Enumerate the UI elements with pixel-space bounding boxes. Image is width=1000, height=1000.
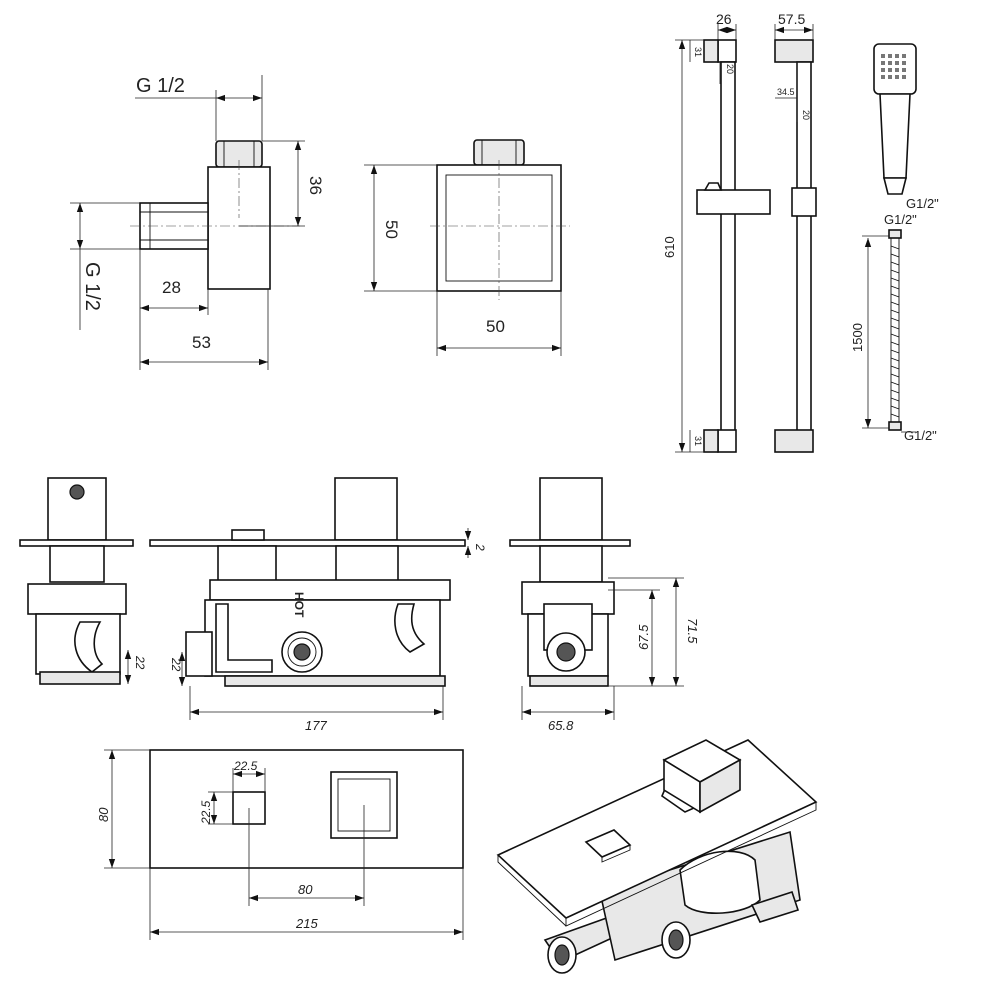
riser-rail-side-view: [774, 24, 817, 453]
valve-front-inlet-dim: 22: [169, 657, 183, 672]
hose-thread-top-label: G1/2": [884, 212, 917, 227]
plate-height-dim: 80: [96, 807, 111, 822]
riser-gap-a-dim: 20: [725, 64, 735, 74]
valve-hot-label: HOT: [292, 592, 306, 618]
elbow-thread-top-label: G 1/2: [136, 75, 185, 97]
handset-drawing: [873, 43, 917, 195]
valve-right-side-view: [509, 477, 684, 720]
plate-button-width-dim: 22.5: [233, 759, 258, 773]
handset-thread-label: G1/2": [906, 196, 939, 211]
elbow-height-dim: 36: [306, 176, 325, 195]
faceplate-front-view: [104, 749, 464, 940]
riser-side-depth-dim: 57.5: [778, 11, 805, 27]
front-height-dim: 50: [382, 220, 401, 239]
plate-width-dim: 215: [295, 916, 318, 931]
valve-height-b-dim: 71.5: [685, 618, 700, 644]
valve-body-width-dim: 177: [305, 718, 327, 733]
front-width-dim: 50: [486, 317, 505, 336]
plate-button-height-dim: 22.5: [199, 800, 213, 825]
valve-front-view: [149, 477, 472, 720]
valve-body-depth-dim: 65.8: [548, 718, 574, 733]
riser-gap-b-dim: 20: [801, 110, 811, 120]
plate-spacing-dim: 80: [298, 882, 313, 897]
elbow-thread-bottom-label: G 1/2: [81, 262, 103, 311]
hose-thread-bottom-label: G1/2": [904, 428, 937, 443]
riser-wall-depth-dim: 26: [716, 11, 732, 27]
valve-left-inlet-dim: 22: [133, 655, 147, 670]
hose-drawing: [862, 229, 916, 433]
valve-left-side-view: [19, 477, 134, 685]
valve-plate-thickness-dim: 2: [473, 543, 487, 551]
elbow-front-view: [364, 139, 570, 356]
valve-isometric-view: [496, 739, 818, 974]
riser-bracket-bottom-dim: 31: [693, 436, 703, 446]
elbow-depth-dim: 53: [192, 333, 211, 352]
riser-rail-front-view: [675, 24, 771, 453]
riser-inner-dim: 34.5: [777, 87, 795, 97]
elbow-inlet-dim: 28: [162, 278, 181, 297]
elbow-side-view: [70, 75, 305, 370]
riser-length-dim: 610: [662, 236, 677, 258]
hose-length-dim: 1500: [850, 323, 865, 352]
valve-height-a-dim: 67.5: [636, 624, 651, 650]
handset-nozzle-grid: [881, 54, 906, 79]
riser-bracket-top-dim: 31: [693, 47, 703, 57]
